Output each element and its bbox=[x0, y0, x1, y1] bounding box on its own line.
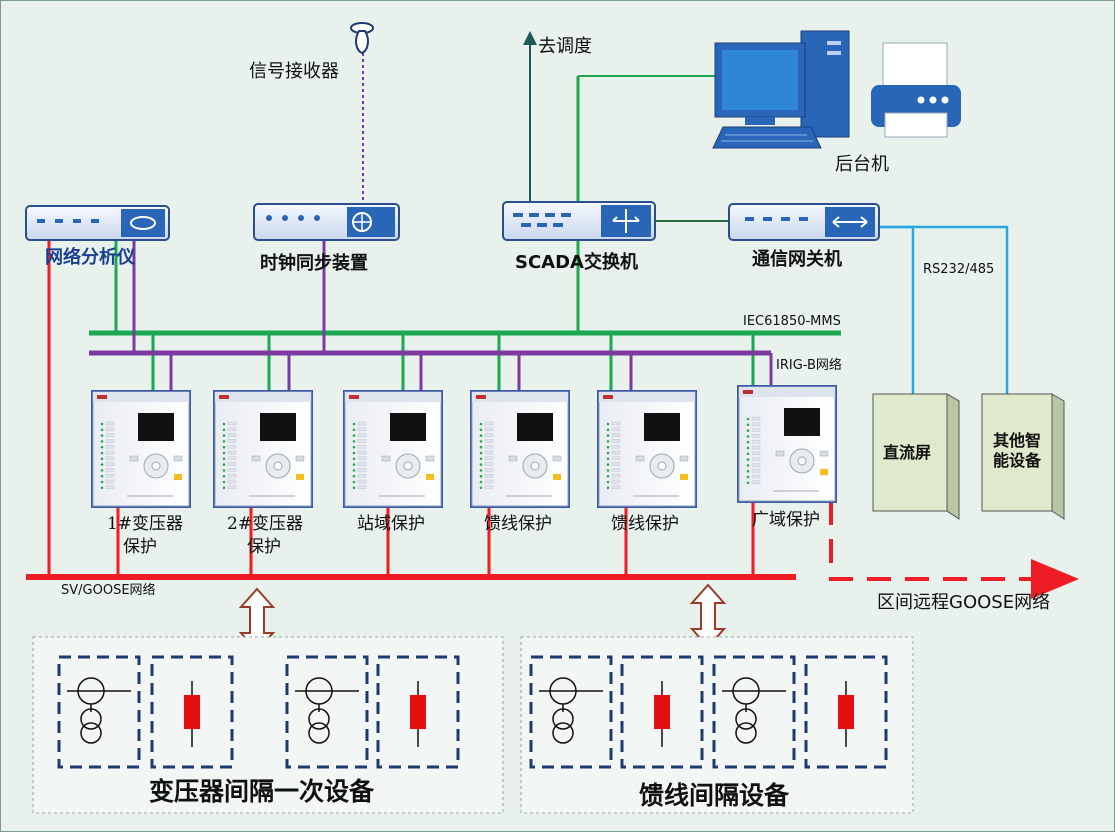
to-dispatch-label: 去调度 bbox=[538, 36, 592, 57]
comm-gateway-device bbox=[728, 203, 880, 241]
relay-label-4: 馈线保护 bbox=[484, 514, 552, 534]
breaker-symbol-icon bbox=[410, 681, 426, 747]
protection-relay-6 bbox=[737, 385, 837, 503]
primary-equipment bbox=[57, 655, 888, 769]
signal-receiver-label: 信号接收器 bbox=[249, 61, 339, 82]
transformer-symbol-icon bbox=[722, 677, 786, 744]
sv-goose-bus-label: SV/GOOSE网络 bbox=[61, 583, 156, 598]
backend-label: 后台机 bbox=[835, 154, 889, 175]
breaker-bay bbox=[620, 655, 704, 769]
time-sync-device bbox=[253, 203, 400, 241]
printer-icon bbox=[871, 42, 961, 138]
breaker-symbol-icon bbox=[838, 681, 854, 747]
network-analyzer-label: 网络分析仪 bbox=[45, 247, 135, 268]
comm-gateway-label: 通信网关机 bbox=[752, 249, 842, 270]
breaker-bay bbox=[150, 655, 234, 769]
breaker-bay bbox=[376, 655, 460, 769]
transformer-bay bbox=[529, 655, 613, 769]
protection-relay-4 bbox=[470, 390, 570, 508]
sv-goose-links bbox=[26, 241, 1079, 599]
protection-relay-1 bbox=[91, 390, 191, 508]
transformer-symbol-icon bbox=[67, 677, 131, 744]
rs-port-label: RS232/485 bbox=[923, 262, 995, 277]
transformer-group-label: 变压器间隔一次设备 bbox=[149, 777, 375, 806]
scada-switch-device bbox=[502, 201, 656, 241]
antenna-icon bbox=[350, 22, 374, 55]
relay-label-3: 站域保护 bbox=[357, 514, 425, 534]
breaker-symbol-icon bbox=[184, 681, 200, 747]
dc-panel-cabinet bbox=[872, 393, 960, 520]
transformer-bay bbox=[57, 655, 141, 769]
other-devices-label-1: 其他智 bbox=[993, 431, 1042, 450]
breaker-bay bbox=[804, 655, 888, 769]
irig-bus-label: IRIG-B网络 bbox=[776, 358, 842, 373]
transformer-bay bbox=[712, 655, 796, 769]
relay-label-2b: 保护 bbox=[247, 537, 281, 557]
protection-relay-row bbox=[91, 385, 837, 508]
transformer-symbol-icon bbox=[295, 677, 359, 744]
mms-bus-label: IEC61850-MMS bbox=[743, 314, 841, 329]
rs-links bbox=[879, 225, 1009, 394]
relay-label-6: 广域保护 bbox=[752, 510, 820, 530]
irig-links bbox=[89, 241, 773, 393]
to-dispatch-arrow bbox=[523, 31, 537, 45]
feeder-group-label: 馈线间隔设备 bbox=[639, 781, 790, 810]
relay-label-2a: 2#变压器 bbox=[227, 514, 304, 534]
network-analyzer-device bbox=[25, 205, 170, 241]
transformer-bay bbox=[285, 655, 369, 769]
relay-label-1a: 1#变压器 bbox=[107, 514, 184, 534]
protection-relay-5 bbox=[597, 390, 697, 508]
other-devices-cabinet bbox=[981, 393, 1065, 520]
dc-panel-label: 直流屏 bbox=[883, 443, 932, 462]
protection-relay-3 bbox=[343, 390, 443, 508]
relay-label-5: 馈线保护 bbox=[611, 514, 679, 534]
other-devices-label-2: 能设备 bbox=[993, 451, 1042, 470]
remote-goose-label: 区间远程GOOSE网络 bbox=[877, 592, 1051, 613]
relay-label-1b: 保护 bbox=[123, 537, 157, 557]
transformer-symbol-icon bbox=[539, 677, 603, 744]
protection-relay-2 bbox=[213, 390, 313, 508]
mms-links bbox=[89, 75, 841, 393]
time-sync-label: 时钟同步装置 bbox=[260, 253, 368, 274]
computer-icon bbox=[712, 30, 850, 149]
breaker-symbol-icon bbox=[654, 681, 670, 747]
scada-switch-label: SCADA交换机 bbox=[515, 252, 638, 273]
